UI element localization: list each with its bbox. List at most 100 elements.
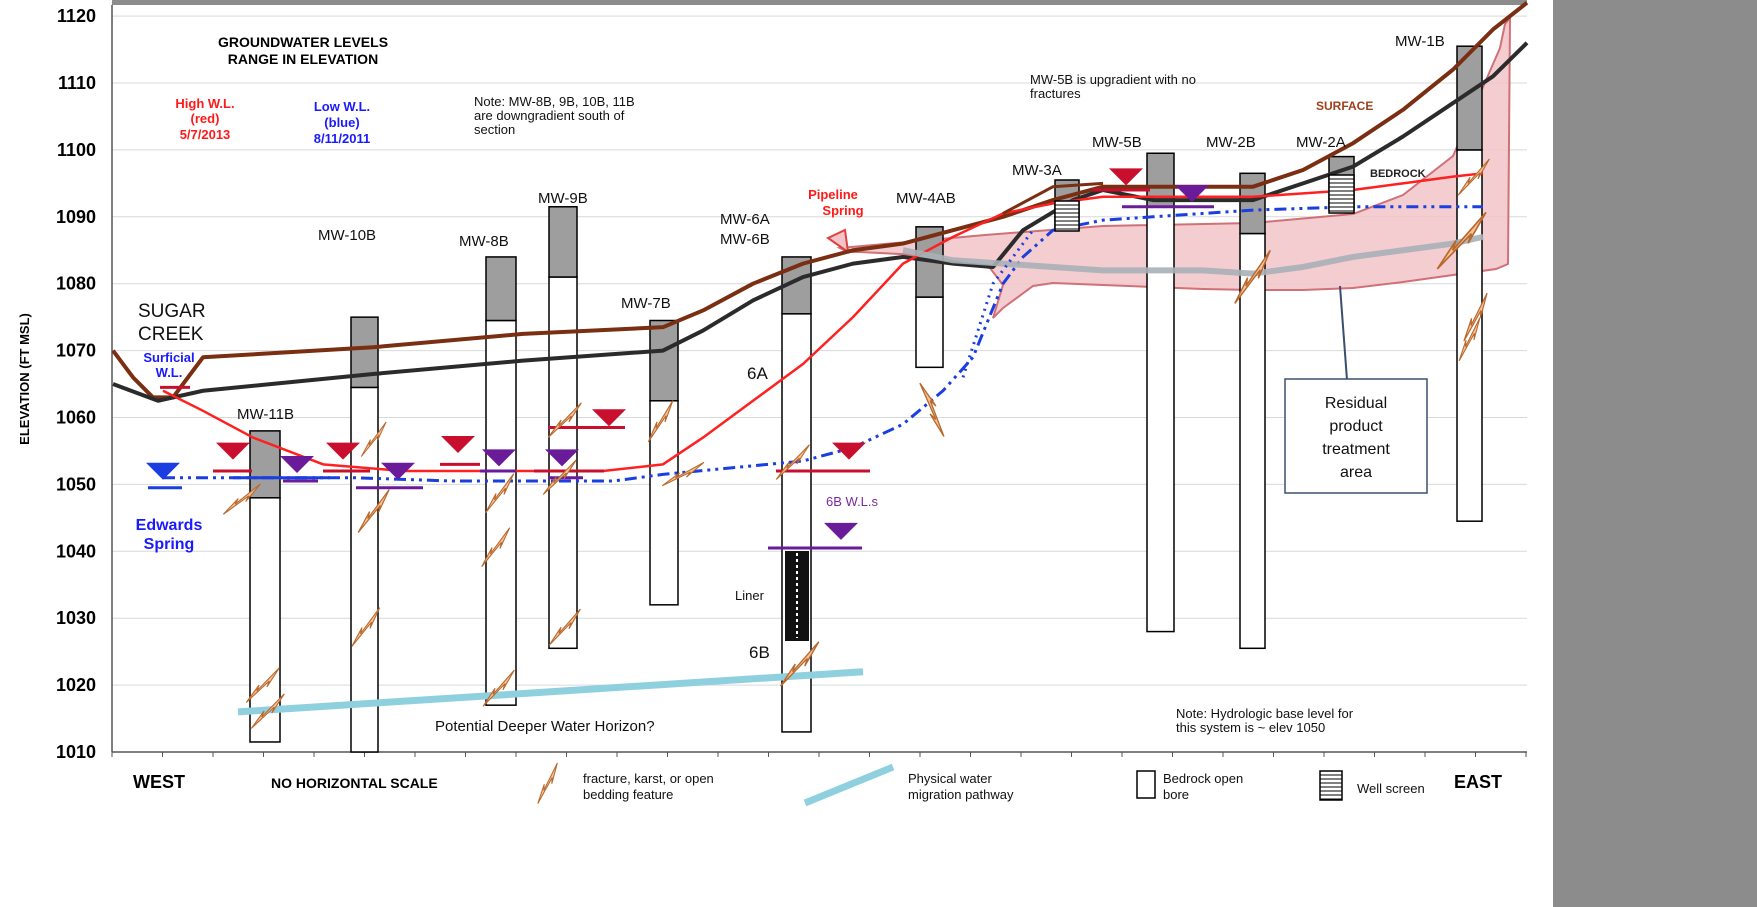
edwards-spring-1: Edwards [136, 517, 203, 534]
annotations: GROUNDWATER LEVELS RANGE IN ELEVATION Hi… [136, 34, 1426, 735]
legend-pathway-label-1: Physical water [908, 771, 992, 786]
profile-lines [111, 1, 1529, 716]
wl-marker-5 [441, 435, 475, 453]
residual-callout: Residual product treatment area [1284, 285, 1428, 494]
label-mw11b: MW-11B [237, 406, 294, 423]
deeper-water-label: Potential Deeper Water Horizon? [435, 718, 655, 735]
well-4-open-bore [649, 400, 679, 606]
bottom-legend: WEST NO HORIZONTAL SCALE fracture, karst… [133, 762, 1502, 807]
fracture-5 [485, 473, 515, 513]
well-screen-hatching [1055, 178, 1354, 230]
right-gutter [1553, 0, 1757, 907]
high-wl-date: 5/7/2013 [180, 127, 231, 142]
low-wl-color: (blue) [324, 115, 359, 130]
well-9-open-bore [1239, 232, 1266, 650]
y-tick-labels: 1010102010301040105010601070108010901100… [56, 6, 96, 762]
east-label: EAST [1454, 772, 1502, 792]
fracture-11 [647, 400, 674, 443]
no-horizontal-scale-label: NO HORIZONTAL SCALE [271, 775, 438, 791]
legend-open-bore-icon [1136, 770, 1156, 799]
legend-fracture-icon [537, 762, 558, 804]
label-mw10b: MW-10B [318, 227, 376, 244]
title-line-2: RANGE IN ELEVATION [228, 51, 378, 67]
fracture-3 [357, 489, 390, 534]
callout-line-3: treatment [1322, 441, 1390, 458]
y-tick-1040: 1040 [56, 541, 96, 561]
surface-label: SURFACE [1316, 99, 1373, 113]
y-tick-1090: 1090 [56, 207, 96, 227]
wl-marker-2 [280, 456, 314, 474]
treatment-arrowhead [826, 228, 850, 255]
label-6a: 6A [747, 364, 768, 383]
series-line-2 [162, 172, 1484, 473]
label-mw2a: MW-2A [1296, 134, 1346, 151]
y-axis-label: ELEVATION (FT MSL) [17, 313, 32, 445]
legend-pathway-icon [803, 763, 895, 807]
series-line-4 [237, 668, 864, 716]
y-tick-1010: 1010 [56, 742, 96, 762]
well-screen-mw3a [1054, 200, 1080, 232]
surficial-wl-2: W.L. [156, 365, 183, 380]
legend-well-screen-icon [1319, 770, 1343, 801]
fracture-2 [360, 421, 387, 457]
legend-fracture-label-2: bedding feature [583, 787, 673, 802]
series-line-0 [111, 1, 1529, 400]
fracture-6 [481, 527, 511, 567]
y-tick-1030: 1030 [56, 608, 96, 628]
well-1-open-bore [350, 386, 379, 753]
fracture-4 [351, 607, 381, 647]
wl-marker-12 [1175, 185, 1209, 203]
callout-box [1284, 378, 1428, 494]
sugar-creek-1: SUGAR [138, 301, 206, 322]
fracture-12 [661, 461, 705, 487]
fracture-18 [1436, 211, 1487, 270]
label-mw7b: MW-7B [621, 295, 671, 312]
well-2-casing [485, 256, 517, 322]
wl-marker-7 [545, 449, 579, 467]
y-tick-1080: 1080 [56, 274, 96, 294]
wl-marker-1 [216, 442, 250, 460]
wl-marker-6 [482, 449, 516, 467]
fracture-14 [780, 641, 820, 687]
legend-well-screen-label: Well screen [1357, 781, 1425, 796]
y-tick-1070: 1070 [56, 341, 96, 361]
note-downgradient-3: section [474, 122, 515, 137]
west-label: WEST [133, 772, 185, 792]
low-wl-date: 8/11/2011 [314, 131, 370, 146]
label-mw6b: MW-6B [720, 231, 770, 248]
low-wl-dotted-segment [961, 229, 1035, 378]
y-tick-1050: 1050 [56, 474, 96, 494]
legend-fracture-label-1: fracture, karst, or open [583, 771, 714, 786]
wl-marker-4 [381, 462, 415, 480]
note-base-2: this system is ~ elev 1050 [1176, 720, 1325, 735]
surface-bump [1002, 181, 1104, 215]
callout-line-1: Residual [1325, 395, 1387, 412]
series-line-3 [163, 205, 1483, 483]
fracture-13 [775, 444, 810, 480]
edwards-spring-2: Spring [144, 536, 195, 553]
legend-fracture-shape [537, 762, 558, 804]
note-downgradient-1: Note: MW-8B, 9B, 10B, 11B [474, 94, 635, 109]
note-mw5b-1: MW-5B is upgradient with no [1030, 72, 1196, 87]
label-6b: 6B [749, 643, 770, 662]
wl-marker-9 [832, 442, 866, 460]
y-tick-1120: 1120 [57, 6, 96, 26]
callout-line-2: product [1329, 418, 1383, 435]
y-tick-1100: 1100 [57, 140, 96, 160]
wells [249, 45, 1483, 753]
note-mw5b-2: fractures [1030, 86, 1081, 101]
fracture-15 [919, 382, 945, 437]
legend-well-screen-hatching [1320, 774, 1342, 800]
wl-marker-10 [824, 522, 858, 540]
surficial-wl-1: Surficial [143, 350, 194, 365]
water-level-markers [146, 168, 1214, 550]
fracture-20 [1458, 317, 1481, 362]
label-mw4ab: MW-4AB [896, 190, 956, 207]
legend-open-bore-label-1: Bedrock open [1163, 771, 1243, 786]
sugar-creek-2: CREEK [138, 324, 204, 345]
high-wl-color: (red) [191, 111, 220, 126]
note-base-1: Note: Hydrologic base level for [1176, 706, 1354, 721]
low-wl-label: Low W.L. [314, 99, 370, 114]
